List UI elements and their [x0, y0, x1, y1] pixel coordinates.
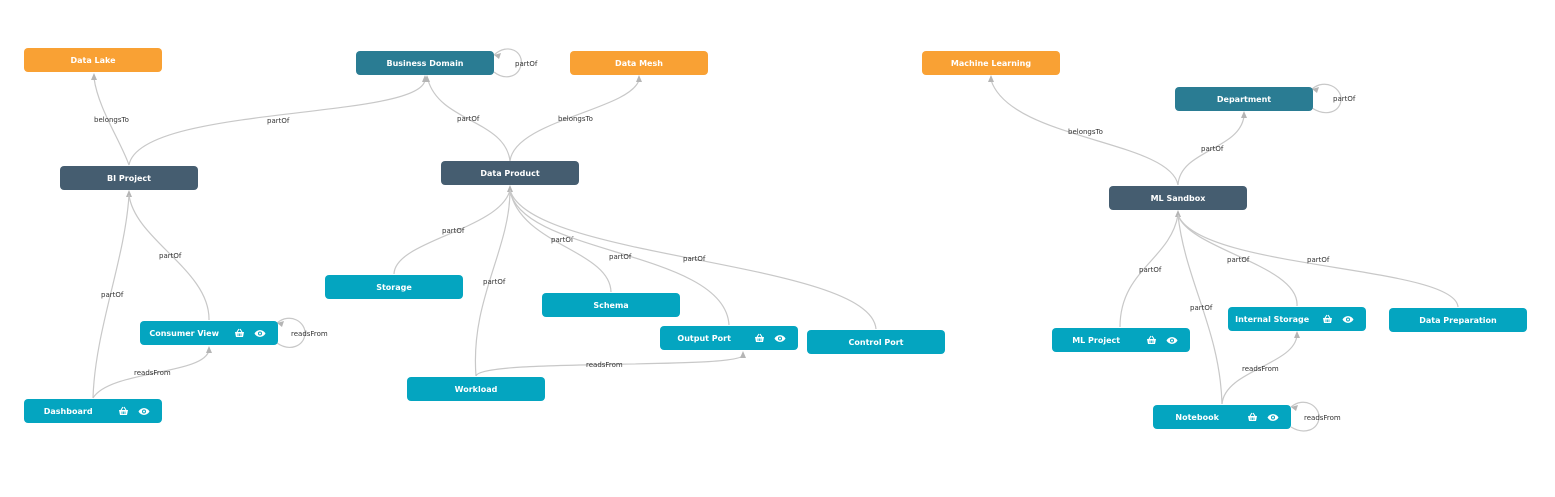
node-label: ML Sandbox	[1150, 193, 1206, 203]
edge-dashboard-bi-project: partOf	[92, 194, 130, 399]
basket-icon[interactable]	[234, 328, 245, 338]
node-label: Machine Learning	[950, 58, 1032, 68]
eye-icon[interactable]	[1342, 315, 1354, 324]
node-data-preparation[interactable]: Data Preparation	[1389, 308, 1527, 332]
svg-text:readsFrom: readsFrom	[134, 369, 171, 377]
svg-text:partOf: partOf	[1201, 145, 1224, 153]
node-label: Data Mesh	[615, 58, 663, 68]
edge-workload-data-product: partOf	[474, 189, 511, 377]
basket-icon[interactable]	[118, 406, 129, 416]
node-dashboard[interactable]: Dashboard	[24, 399, 162, 423]
node-label: Data Preparation	[1419, 315, 1497, 325]
svg-text:readsFrom: readsFrom	[291, 330, 328, 338]
node-consumer-view[interactable]: Consumer View	[140, 321, 278, 345]
edge-ml-project-ml-sandbox: partOf	[1119, 210, 1181, 328]
node-notebook[interactable]: Notebook	[1153, 405, 1291, 429]
edge-bi-project-data-lake: belongsTo	[91, 73, 130, 166]
edge-notebook-ml-sandbox: partOf	[1177, 214, 1223, 405]
node-label: Storage	[376, 282, 412, 292]
edge-consumer-view-bi-project: partOf	[126, 190, 210, 321]
node-data-mesh[interactable]: Data Mesh	[570, 51, 708, 75]
eye-icon[interactable]	[138, 407, 150, 416]
svg-text:partOf: partOf	[457, 115, 480, 123]
edge-workload-output-port: readsFrom	[475, 351, 746, 377]
basket-icon[interactable]	[1146, 335, 1157, 345]
edge-internal-storage-ml-sandbox: partOf	[1177, 214, 1298, 307]
basket-icon[interactable]	[754, 333, 765, 343]
eye-icon[interactable]	[254, 329, 266, 338]
node-workload[interactable]: Workload	[407, 377, 545, 401]
node-control-port[interactable]: Control Port	[807, 330, 945, 354]
node-data-lake[interactable]: Data Lake	[24, 48, 162, 72]
svg-text:partOf: partOf	[515, 60, 538, 68]
svg-text:partOf: partOf	[1190, 304, 1213, 312]
svg-text:partOf: partOf	[1227, 256, 1250, 264]
edge-schema-data-product: partOf	[509, 189, 612, 293]
svg-text:readsFrom: readsFrom	[1304, 414, 1341, 422]
edge-control-port-data-product: partOf	[509, 189, 877, 330]
edge-ml-sandbox-department: partOf	[1177, 111, 1247, 186]
node-label: Data Lake	[70, 55, 116, 65]
edge-notebook-self: readsFrom	[1290, 401, 1341, 432]
node-label: Schema	[593, 300, 629, 310]
edge-storage-data-product: partOf	[393, 185, 513, 275]
svg-text:belongsTo: belongsTo	[94, 116, 129, 124]
node-label: Workload	[454, 384, 498, 394]
edge-notebook-internal-storage: readsFrom	[1221, 331, 1300, 405]
node-label: Data Product	[480, 168, 540, 178]
node-label: BI Project	[107, 173, 151, 183]
edge-business-domain-self: partOf	[493, 48, 538, 78]
edge-data-product-data-mesh: belongsTo	[509, 75, 642, 162]
node-data-product[interactable]: Data Product	[441, 161, 579, 185]
basket-icon[interactable]	[1247, 412, 1258, 422]
svg-text:partOf: partOf	[609, 253, 632, 261]
node-label: Notebook	[1175, 412, 1219, 422]
node-storage[interactable]: Storage	[325, 275, 463, 299]
edge-data-product-business-domain: partOf	[424, 75, 511, 162]
eye-icon[interactable]	[774, 334, 786, 343]
svg-text:partOf: partOf	[1333, 95, 1356, 103]
svg-text:partOf: partOf	[267, 117, 290, 125]
edge-data-preparation-ml-sandbox: partOf	[1177, 214, 1459, 308]
edge-consumer-view-self: readsFrom	[276, 317, 328, 348]
node-label: Consumer View	[149, 328, 219, 338]
node-machine-learning[interactable]: Machine Learning	[922, 51, 1060, 75]
edge-output-port-data-product: partOf	[509, 189, 730, 326]
edge-bi-project-business-domain: partOf	[128, 75, 428, 166]
node-output-port[interactable]: Output Port	[660, 326, 798, 350]
node-bi-project[interactable]: BI Project	[60, 166, 198, 190]
node-label: Output Port	[677, 333, 731, 343]
svg-text:partOf: partOf	[101, 291, 124, 299]
eye-icon[interactable]	[1166, 336, 1178, 345]
node-label: Business Domain	[386, 58, 464, 68]
node-schema[interactable]: Schema	[542, 293, 680, 317]
edge-dashboard-consumer-view: readsFrom	[92, 346, 212, 399]
node-ml-sandbox[interactable]: ML Sandbox	[1109, 186, 1247, 210]
svg-text:readsFrom: readsFrom	[586, 361, 623, 369]
eye-icon[interactable]	[1267, 413, 1279, 422]
svg-text:partOf: partOf	[442, 227, 465, 235]
svg-text:partOf: partOf	[551, 236, 574, 244]
svg-text:partOf: partOf	[1307, 256, 1330, 264]
svg-text:belongsTo: belongsTo	[1068, 128, 1103, 136]
node-business-domain[interactable]: Business Domain	[356, 51, 494, 75]
node-internal-storage[interactable]: Internal Storage	[1228, 307, 1366, 331]
svg-text:partOf: partOf	[1139, 266, 1162, 274]
node-label: Dashboard	[43, 406, 93, 416]
node-department[interactable]: Department	[1175, 87, 1313, 111]
svg-text:partOf: partOf	[683, 255, 706, 263]
svg-text:partOf: partOf	[159, 252, 182, 260]
svg-text:belongsTo: belongsTo	[558, 115, 593, 123]
node-label: Internal Storage	[1235, 314, 1310, 324]
edge-department-self: partOf	[1311, 83, 1356, 114]
node-label: ML Project	[1072, 335, 1121, 345]
node-ml-project[interactable]: ML Project	[1052, 328, 1190, 352]
svg-text:readsFrom: readsFrom	[1242, 365, 1279, 373]
edge-ml-sandbox-machine-learning: belongsTo	[988, 75, 1179, 186]
svg-text:partOf: partOf	[483, 278, 506, 286]
node-label: Control Port	[848, 337, 904, 347]
node-label: Department	[1216, 94, 1272, 104]
basket-icon[interactable]	[1322, 314, 1333, 324]
